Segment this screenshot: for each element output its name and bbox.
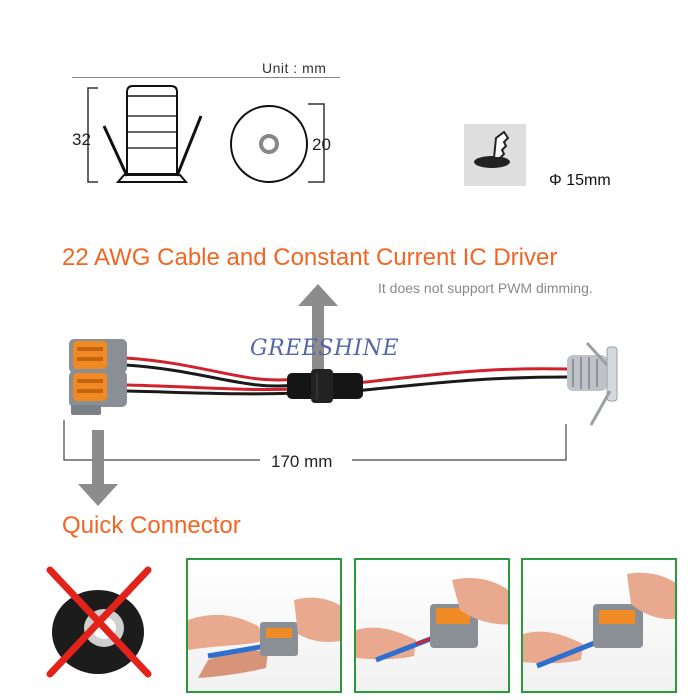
pwm-note: It does not support PWM dimming. [378,280,593,296]
spotlight [567,341,618,426]
unit-label: Unit : mm [262,60,327,76]
side-view-light [102,85,203,183]
dimension-drawing [87,85,325,183]
length-label: 170 mm [267,452,337,472]
step-1-graphic [188,597,340,678]
front-view-light [230,105,308,183]
step-photo-2 [354,558,510,693]
diameter-dimension: 20 [312,135,331,154]
unit-rule [72,77,340,78]
brand-watermark: GREESHINE [250,336,400,361]
up-arrow-icon [298,284,338,382]
cutout-diameter: Φ 15mm [549,172,611,189]
hole-saw-graphic [474,130,510,168]
down-arrow-icon [78,430,118,506]
no-tape-icon [46,566,152,678]
step-2-graphic [356,577,508,663]
front-view-bracket [308,103,325,183]
step-photo-3 [521,558,677,693]
cable-assembly [69,339,618,426]
quick-connectors [69,339,127,415]
height-dimension: 32 [72,130,91,149]
headline: 22 AWG Cable and Constant Current IC Dri… [62,244,558,271]
side-view-bracket [87,87,98,183]
ic-driver [287,369,363,403]
cutout-hole-saw-icon [464,124,526,186]
length-dimension-line [63,420,567,461]
connector-label: Quick Connector [62,512,241,539]
step-3-graphic [523,572,675,669]
wires [123,356,569,396]
step-photo-1 [186,558,342,693]
